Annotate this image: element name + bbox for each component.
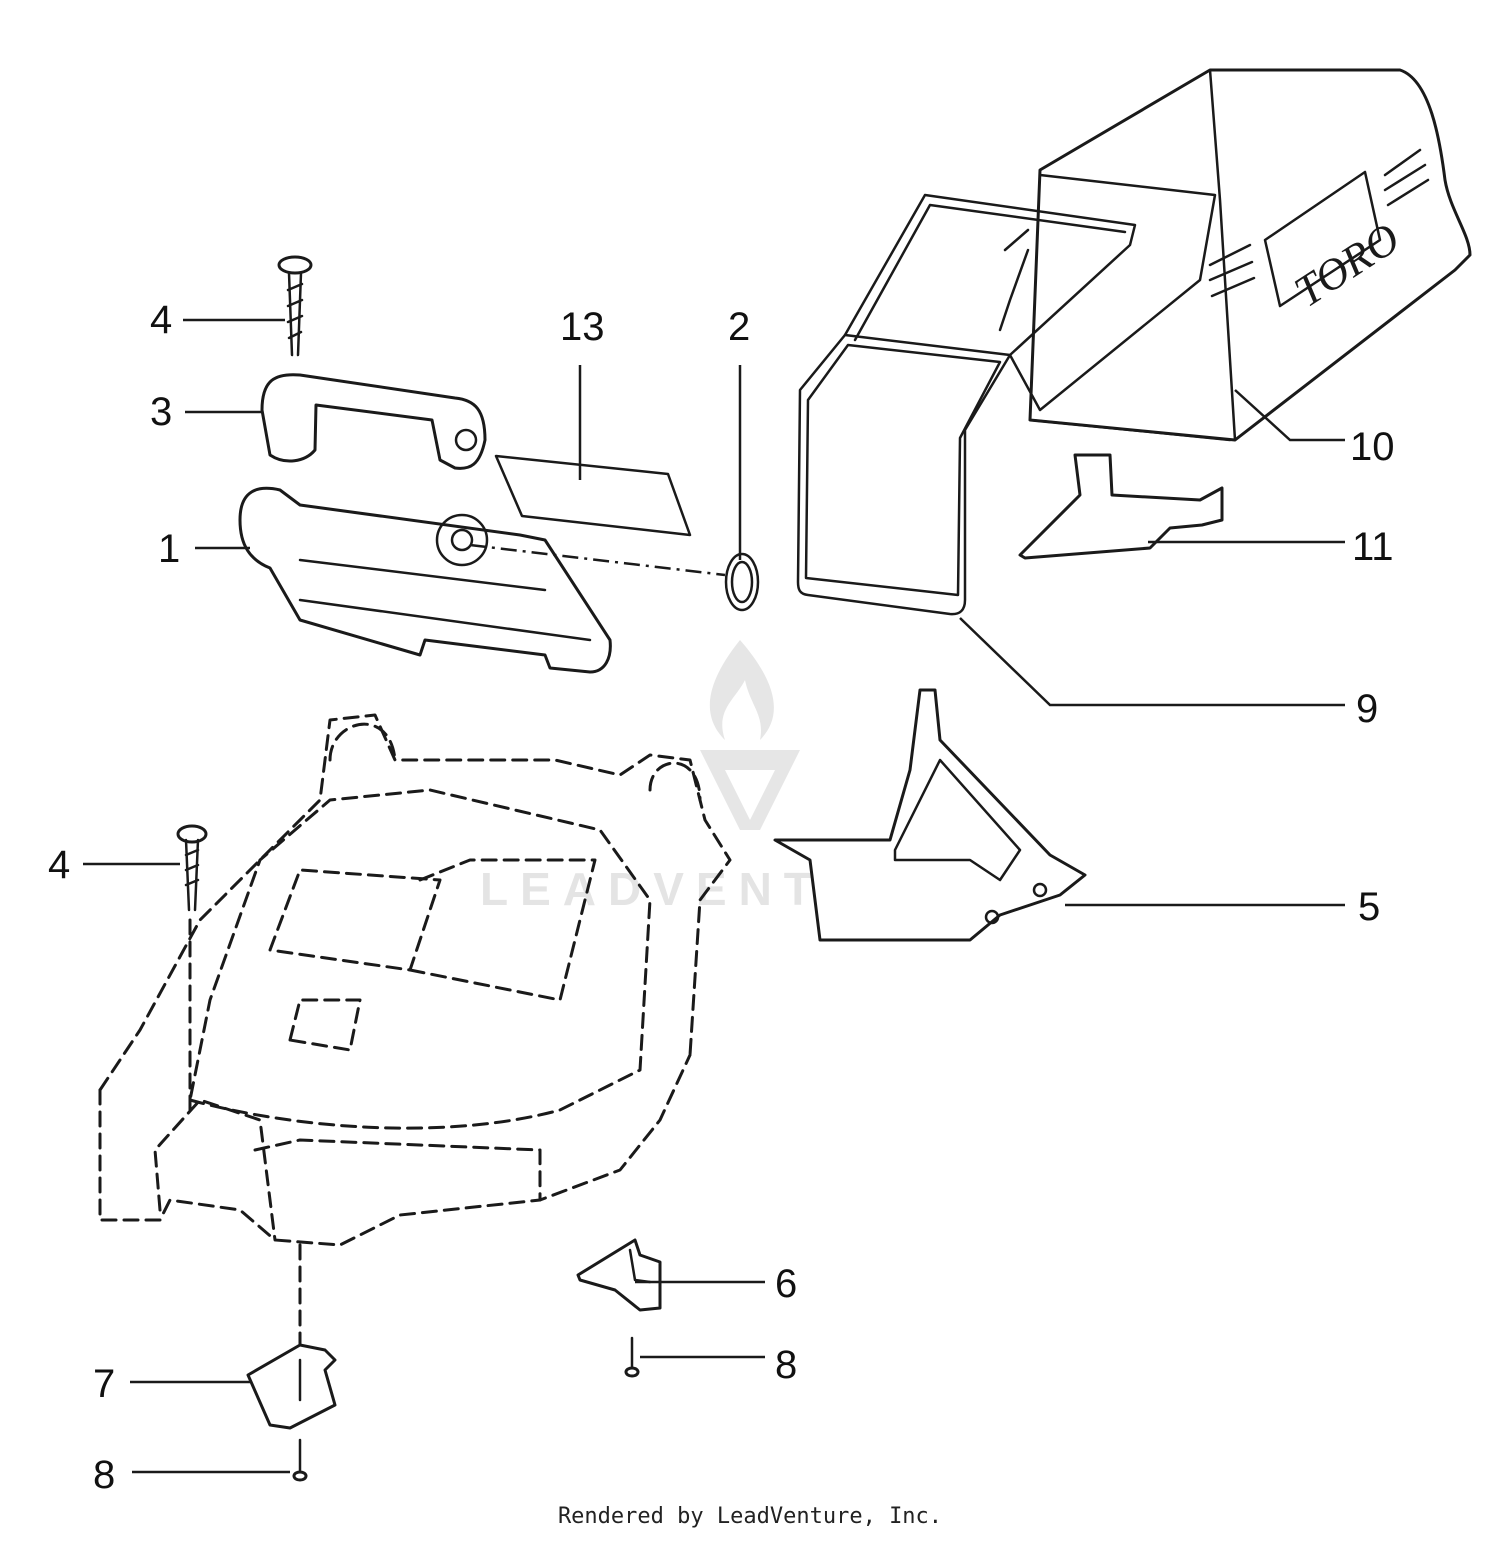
callout-labels: 4 3 1 13 2 10 11 9 5 4 6 8 7 8 bbox=[48, 298, 1395, 1497]
callout-5: 5 bbox=[1358, 885, 1380, 929]
callout-3: 3 bbox=[150, 390, 172, 434]
callout-2: 2 bbox=[728, 305, 750, 349]
callout-13: 13 bbox=[560, 305, 605, 349]
callout-1: 1 bbox=[158, 527, 180, 571]
callout-8-right: 8 bbox=[775, 1343, 797, 1387]
part-11-clip[interactable] bbox=[1018, 453, 1224, 560]
part-9-bag-frame[interactable] bbox=[796, 173, 1217, 616]
callout-11: 11 bbox=[1352, 525, 1394, 569]
render-credit: Rendered by LeadVenture, Inc. bbox=[557, 1504, 943, 1529]
part-10-grass-bag[interactable]: TORO bbox=[1028, 68, 1472, 442]
part-6-bracket[interactable] bbox=[576, 1238, 662, 1312]
callout-9: 9 bbox=[1356, 687, 1378, 731]
leader-lines bbox=[83, 318, 1345, 1474]
part-8-screw-left[interactable] bbox=[292, 1438, 308, 1482]
callout-4-top: 4 bbox=[150, 298, 172, 342]
part-13-decal[interactable] bbox=[494, 454, 692, 537]
callout-6: 6 bbox=[775, 1262, 797, 1306]
callout-4-left: 4 bbox=[48, 843, 70, 887]
part-4-screw-left[interactable] bbox=[176, 824, 208, 1112]
callout-7: 7 bbox=[93, 1362, 115, 1406]
part-2-torsion-spring[interactable] bbox=[469, 543, 760, 612]
callout-10: 10 bbox=[1350, 425, 1395, 469]
part-4-screw-top[interactable] bbox=[277, 255, 313, 357]
part-3-handle-cover[interactable] bbox=[260, 373, 487, 470]
part-1-handle-base[interactable] bbox=[238, 486, 612, 674]
callout-8-left: 8 bbox=[93, 1453, 115, 1497]
part-7-bracket[interactable] bbox=[246, 1343, 337, 1430]
mower-deck-outline bbox=[98, 713, 732, 1362]
part-5-discharge-chute[interactable] bbox=[773, 688, 1087, 942]
part-8-screw-right[interactable] bbox=[624, 1336, 640, 1378]
